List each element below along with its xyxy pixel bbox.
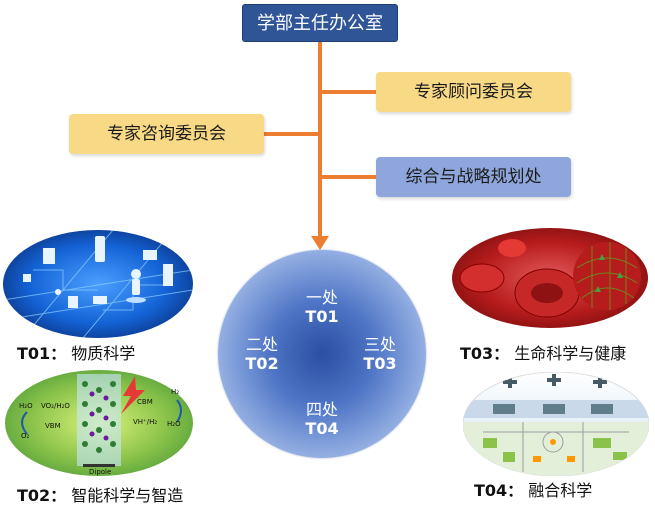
theme-t01-caption: T01： 物质科学 <box>17 340 135 364</box>
theme-label: 物质科学 <box>71 344 136 363</box>
divisions-circle <box>218 250 426 458</box>
office-box: 学部主任办公室 <box>242 4 398 42</box>
advisory-label: 专家顾问委员会 <box>414 82 533 102</box>
theme-code: T01： <box>17 344 67 363</box>
label-h2o-left: H₂O <box>19 402 33 410</box>
theme-code: T02： <box>17 486 67 505</box>
division-name: 三处 <box>363 335 396 354</box>
theme-t02-caption: T02： 智能科学与智造 <box>17 482 183 506</box>
label-vbm: VBM <box>45 422 61 430</box>
office-label: 学部主任办公室 <box>257 13 383 34</box>
division-name: 四处 <box>305 400 338 419</box>
label-h2o-right: H₂O <box>167 420 181 428</box>
theme-t04-caption: T04： 融合科学 <box>474 477 592 501</box>
strategy-label: 综合与战略规划处 <box>405 167 542 187</box>
strategy-office-box: 综合与战略规划处 <box>376 157 571 197</box>
t02-image: H₂O VO₂/H₂O VBM O₂ CBM H₂ VH⁺/H₂ H₂O Dip… <box>5 370 193 476</box>
t04-image <box>463 372 649 476</box>
consultation-committee-box: 专家咨询委员会 <box>69 114 264 154</box>
division-t02: 二处 T02 <box>232 335 292 373</box>
division-code: T03 <box>363 354 397 373</box>
label-h2-right: H₂ <box>171 388 179 396</box>
label-h-half: VH⁺/H₂ <box>133 418 157 426</box>
consultation-label: 专家咨询委员会 <box>107 124 226 144</box>
t03-image <box>452 228 648 328</box>
division-t04: 四处 T04 <box>292 400 352 438</box>
division-code: T04 <box>305 419 339 438</box>
division-code: T02 <box>245 354 279 373</box>
theme-label: 智能科学与智造 <box>71 486 184 505</box>
label-o2: O₂ <box>21 432 30 440</box>
theme-label: 融合科学 <box>528 481 593 500</box>
theme-t03-caption: T03： 生命科学与健康 <box>460 340 626 364</box>
t01-image <box>3 230 193 338</box>
theme-code: T03： <box>460 344 510 363</box>
label-cbm: CBM <box>137 398 153 406</box>
theme-code: T04： <box>474 481 524 500</box>
division-name: 二处 <box>245 335 278 354</box>
label-redox: VO₂/H₂O <box>41 402 70 410</box>
division-code: T01 <box>305 307 339 326</box>
division-name: 一处 <box>305 288 338 307</box>
theme-label: 生命科学与健康 <box>514 344 627 363</box>
division-t01: 一处 T01 <box>292 288 352 326</box>
arrow-down-icon <box>311 236 329 250</box>
label-dipole: Dipole <box>89 468 111 476</box>
division-t03: 三处 T03 <box>350 335 410 373</box>
advisory-committee-box: 专家顾问委员会 <box>376 72 571 112</box>
